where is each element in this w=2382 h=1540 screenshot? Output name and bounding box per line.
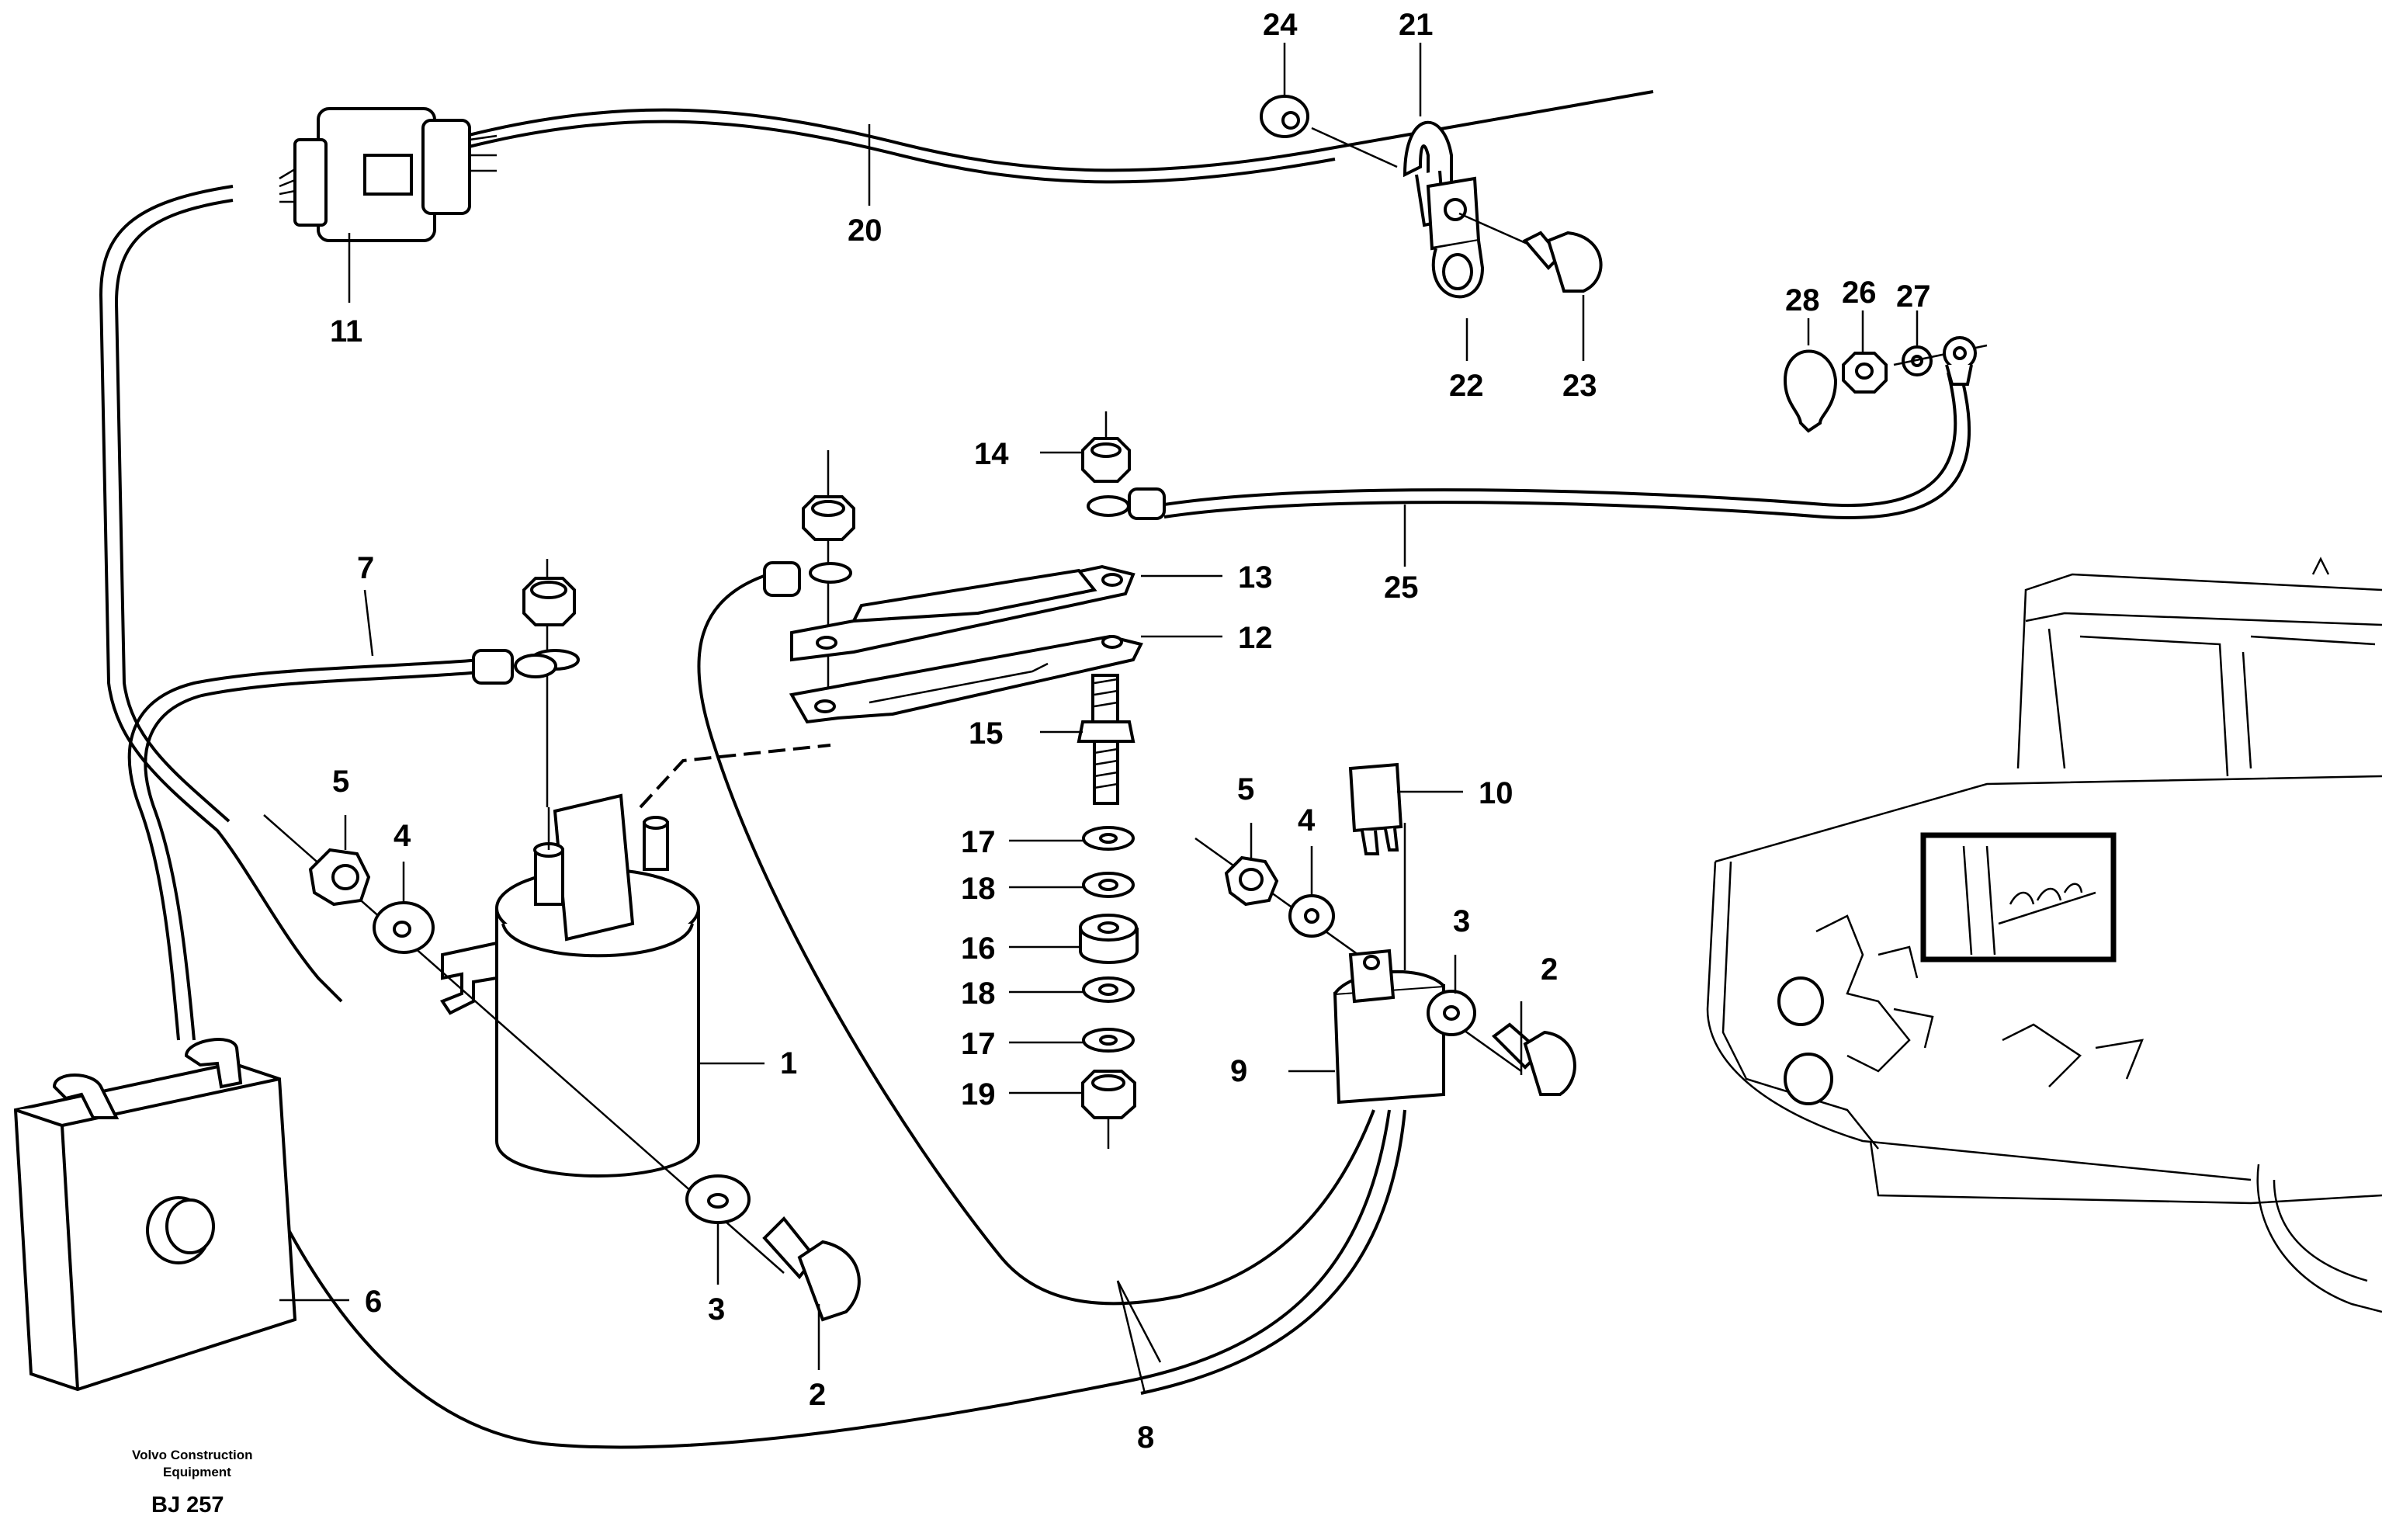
callout-6: 6 [365,1285,382,1319]
washer-18-upper [1082,872,1135,898]
bolt-2-right [1491,1022,1576,1096]
leader-lines [279,43,1919,1394]
callout-17-lower: 17 [961,1027,996,1061]
callout-11: 11 [330,314,362,349]
callout-5-left: 5 [332,765,349,799]
wire-harness-20 [99,90,1654,1003]
nut-5-left [308,848,371,907]
cable-7 [127,658,482,1041]
cable-25 [1163,372,1971,519]
dashed-connection-line [639,744,831,809]
callout-2-right: 2 [1541,952,1558,987]
callout-18-upper: 18 [961,872,996,906]
callout-21: 21 [1399,8,1434,42]
callout-25: 25 [1384,571,1419,605]
callout-1: 1 [780,1046,797,1080]
washer-3-right [1427,990,1476,1036]
callout-13: 13 [1238,560,1273,595]
washer-17-upper [1082,826,1135,851]
bolt-2-left [762,1216,861,1322]
callout-5-right: 5 [1237,772,1254,806]
washer-4-right [1288,894,1335,938]
washer-17-lower [1082,1028,1135,1053]
callout-4-left: 4 [394,819,411,853]
washer-18-lower [1082,976,1135,1003]
callout-23: 23 [1562,369,1597,403]
stud-15 [1077,674,1136,805]
ring-terminal-cable-25 [1893,336,1988,386]
callout-19: 19 [961,1077,996,1112]
callout-labels: 1 2 2 3 3 4 4 5 5 6 7 8 9 10 11 12 13 14… [330,8,1931,1455]
nut-19 [1081,1070,1136,1149]
fuse-bar-13 [790,564,1136,662]
insulator-16 [1079,914,1139,964]
fuse-bar-12 [789,634,1143,724]
brand-line-2: Equipment [163,1465,231,1479]
callout-14: 14 [974,437,1009,471]
callout-9: 9 [1230,1054,1247,1088]
control-box-6 [13,1038,297,1392]
callout-27: 27 [1896,279,1931,314]
callout-4-right: 4 [1298,803,1316,838]
nut-on-bar-left [802,450,855,699]
washer-3-left [685,1174,751,1224]
cable-8-terminal [763,561,801,597]
nut-5-right [1224,855,1279,907]
callout-28: 28 [1785,283,1820,317]
callout-22: 22 [1449,369,1484,403]
cable-8 [255,573,1406,1449]
callout-10: 10 [1479,776,1513,810]
callout-26: 26 [1842,276,1877,310]
callout-3-left: 3 [708,1292,725,1327]
callout-17-upper: 17 [961,825,996,859]
connector-11 [279,107,498,242]
callout-20: 20 [848,213,882,248]
callout-2-left: 2 [809,1378,826,1412]
callout-3-right: 3 [1453,904,1470,938]
fuse-10 [1348,762,1403,855]
cable-25-terminal [1128,487,1166,520]
callout-18-lower: 18 [961,976,996,1011]
brand-line-1: Volvo Construction [132,1448,253,1462]
clamp-22 [1426,176,1485,299]
callout-12: 12 [1238,621,1273,655]
callout-8: 8 [1137,1420,1154,1455]
callout-16: 16 [961,931,996,966]
callout-24: 24 [1263,8,1298,42]
callout-7: 7 [357,551,374,585]
footer: Volvo Construction Equipment BJ 257 [132,1448,253,1517]
cap-28 [1783,349,1838,433]
fuse-holder-9 [1333,823,1445,1105]
bolt-23 [1458,212,1603,293]
vehicle-location-illustration [1706,557,2382,1313]
washer-4-left [373,901,435,954]
nut-26 [1842,352,1888,394]
callout-15: 15 [969,716,1004,751]
cable-7-terminal [472,649,557,685]
drawing-code: BJ 257 [151,1493,224,1517]
solenoid-relay-1 [439,793,700,1178]
